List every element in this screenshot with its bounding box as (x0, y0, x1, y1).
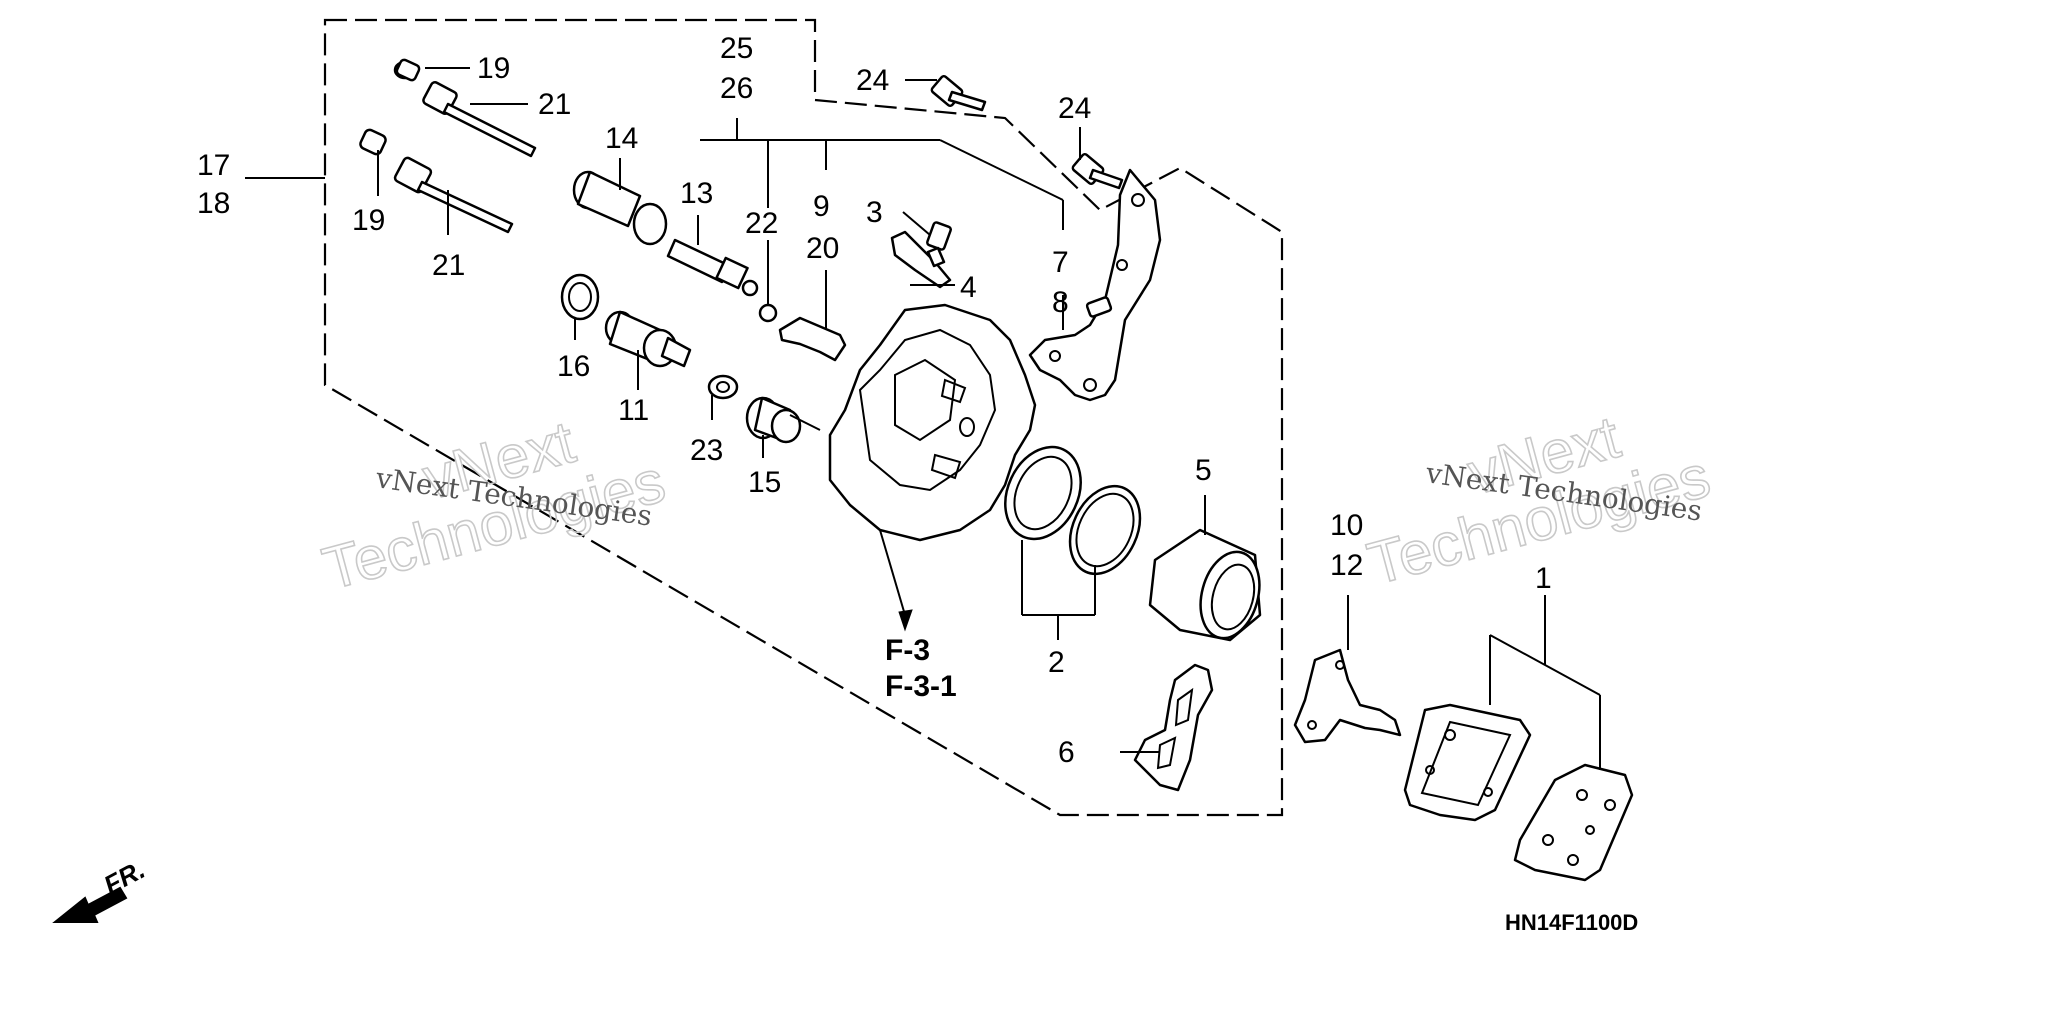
part-16-cap (560, 273, 600, 321)
watermark-left: vNext Technologies vNext Technologies (315, 407, 672, 603)
callout-3: 3 (866, 196, 883, 229)
part-21-pin-lower (393, 156, 514, 234)
part-1-brake-pad-front (1403, 703, 1532, 822)
part-20-clip (778, 316, 847, 362)
callout-16: 16 (557, 350, 590, 383)
callout-18: 18 (197, 187, 230, 220)
callout-1: 1 (1535, 562, 1552, 595)
part-22-washer (758, 303, 778, 323)
callout-15: 15 (748, 466, 781, 499)
callout-23: 23 (690, 434, 723, 467)
part-6-shim (1133, 663, 1214, 792)
callout-5: 5 (1195, 454, 1212, 487)
callout-4: 4 (960, 271, 977, 304)
callout-24-lower: 24 (1058, 92, 1091, 125)
part-15-boot (745, 396, 802, 444)
callout-25: 25 (720, 32, 753, 65)
callout-21-lower: 21 (432, 249, 465, 282)
callout-13: 13 (680, 177, 713, 210)
caliper-body (828, 303, 1037, 542)
part-24-bolt-lower (1071, 152, 1124, 190)
part-5-piston (1148, 528, 1262, 642)
callout-19-lower: 19 (352, 204, 385, 237)
part-23-washer (707, 374, 739, 400)
callout-8: 8 (1052, 286, 1069, 319)
callout-14: 14 (605, 122, 638, 155)
part-7-8-bracket (1028, 168, 1162, 402)
callout-10: 10 (1330, 509, 1363, 542)
part-1-brake-pad-rear (1513, 763, 1634, 882)
part-24-bolt-upper (930, 74, 987, 112)
callout-7: 7 (1052, 246, 1069, 279)
callout-20: 20 (806, 232, 839, 265)
callout-24-upper: 24 (856, 64, 889, 97)
callout-22: 22 (745, 207, 778, 240)
callout-17: 17 (197, 149, 230, 182)
callout-12: 12 (1330, 549, 1363, 582)
front-arrow-icon: FR. (52, 854, 150, 923)
part-10-12-clip (1293, 648, 1402, 744)
callout-21-upper: 21 (538, 88, 571, 121)
part-3-4-assembly (890, 221, 952, 289)
callouts: 17 18 19 21 19 21 14 25 26 13 22 9 20 3 … (197, 32, 1552, 769)
callout-6: 6 (1058, 736, 1075, 769)
callout-9: 9 (813, 190, 830, 223)
callout-11: 11 (618, 394, 649, 427)
reference-f3-1: F-3-1 (885, 670, 957, 703)
assembly-boundary (323, 18, 1284, 817)
part-11-pin (604, 310, 692, 368)
part-21-pin-upper (422, 80, 537, 158)
part-2-seals (1004, 445, 1142, 576)
callout-19-upper: 19 (477, 52, 510, 85)
front-label: FR. (99, 854, 150, 900)
leader-lines (245, 67, 1601, 770)
diagram-code: HN14F1100D (1505, 910, 1638, 935)
callout-26: 26 (720, 72, 753, 105)
part-13-bleeder (666, 238, 759, 297)
part-19-cap-upper (393, 58, 421, 82)
callout-2: 2 (1048, 646, 1065, 679)
part-19-cap-lower (359, 128, 387, 156)
reference-f3: F-3 (885, 634, 930, 667)
part-14-bolt (572, 170, 668, 246)
